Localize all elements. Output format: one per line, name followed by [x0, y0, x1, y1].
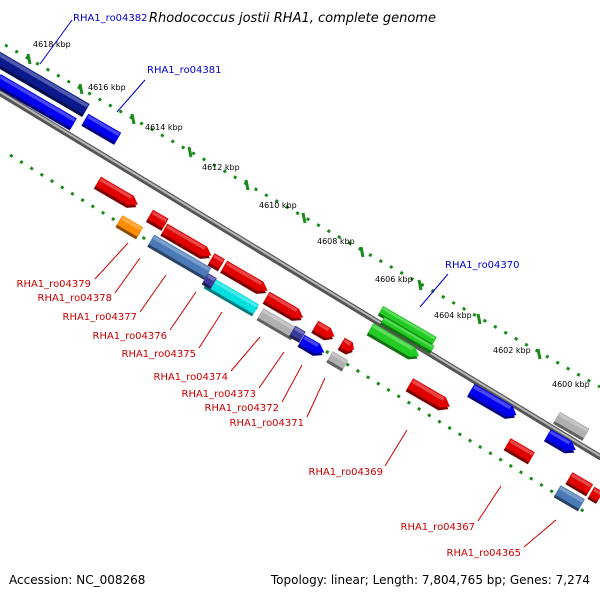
- gene-label-link[interactable]: RHA1_ro04377: [63, 312, 138, 323]
- gene-block[interactable]: [81, 113, 122, 145]
- leader-line: [39, 19, 73, 65]
- footer-summary: Topology: linear; Length: 7,804,765 bp; …: [270, 573, 590, 587]
- kbp-ticks: [26, 53, 542, 360]
- gene-label-link[interactable]: RHA1_ro04365: [447, 548, 522, 559]
- gene-block[interactable]: [366, 323, 422, 363]
- leader-line: [230, 336, 261, 372]
- gene-block[interactable]: [201, 273, 217, 290]
- gene-block[interactable]: [565, 472, 594, 497]
- gene-label-link[interactable]: RHA1_ro04372: [205, 403, 280, 414]
- gene-labels: RHA1_ro04381RHA1_ro04379RHA1_ro04378RHA1…: [17, 65, 522, 559]
- leader-line: [477, 485, 502, 522]
- leader-line: [169, 291, 197, 331]
- gene-block[interactable]: [160, 223, 214, 263]
- gene-block[interactable]: [0, 74, 77, 131]
- gene-block[interactable]: [147, 234, 212, 280]
- leader-line: [114, 257, 141, 294]
- kbp-tick-label: 4616 kbp: [88, 83, 126, 92]
- kbp-tick-label: 4606 kbp: [375, 275, 413, 284]
- leader-line: [306, 377, 326, 418]
- leader-line: [281, 364, 303, 403]
- leader-lines: [39, 19, 557, 548]
- kbp-tick-label: 4610 kbp: [259, 201, 297, 210]
- kbp-labels: 4618 kbp 4616 kbp 4614 kbp 4612 kbp 4610 kbp…: [33, 40, 590, 389]
- gene-label-link[interactable]: RHA1_ro04381: [147, 65, 222, 76]
- gene-label-link[interactable]: RHA1_ro04369: [309, 467, 384, 478]
- gene-block[interactable]: [203, 276, 259, 317]
- gene-block[interactable]: [297, 334, 327, 360]
- kbp-tick-mark: [476, 313, 482, 325]
- gene-block[interactable]: [207, 253, 225, 272]
- kbp-tick-label: 4604 kbp: [434, 311, 472, 320]
- gene-block[interactable]: [543, 429, 579, 457]
- leader-line: [94, 242, 129, 280]
- gene-block[interactable]: [337, 337, 357, 357]
- gene-block[interactable]: [220, 260, 270, 298]
- gene-block[interactable]: [262, 291, 306, 325]
- kbp-tick-mark: [244, 179, 250, 191]
- gene-block[interactable]: [379, 316, 435, 354]
- leader-line: [258, 351, 285, 389]
- gene-block[interactable]: [553, 411, 590, 441]
- gene-label-link[interactable]: RHA1_ro04367: [401, 522, 476, 533]
- kbp-tick-mark: [78, 83, 84, 95]
- gene-label-link[interactable]: RHA1_ro04379: [17, 279, 92, 290]
- gene-block[interactable]: [256, 308, 299, 341]
- gene-block[interactable]: [503, 438, 535, 465]
- gene-label-link[interactable]: RHA1_ro04376: [93, 331, 168, 342]
- kbp-tick-label: 4614 kbp: [145, 123, 183, 132]
- leader-line: [139, 274, 167, 313]
- gene-label-link[interactable]: RHA1_ro04378: [38, 293, 113, 304]
- gene-blocks: [0, 49, 600, 512]
- leader-line: [419, 273, 449, 308]
- gene-label-link[interactable]: RHA1_ro04370: [445, 260, 520, 271]
- gene-block[interactable]: [145, 209, 169, 231]
- gene-block[interactable]: [377, 305, 437, 347]
- kbp-tick-label: 4608 kbp: [317, 237, 355, 246]
- kbp-tick-label: 4612 kbp: [202, 163, 240, 172]
- kbp-tick-label: 4600 kbp: [552, 380, 590, 389]
- kbp-tick-mark: [359, 246, 365, 258]
- kbp-tick-mark: [26, 53, 32, 65]
- gene-label-link[interactable]: RHA1_ro04373: [182, 389, 257, 400]
- gene-block[interactable]: [288, 325, 306, 343]
- gene-block[interactable]: [467, 383, 519, 423]
- leader-line: [523, 519, 557, 548]
- leader-line: [116, 79, 146, 113]
- gene-block[interactable]: [0, 49, 90, 117]
- kbp-tick-mark: [417, 279, 423, 291]
- kbp-tick-mark: [187, 146, 193, 158]
- title-organism: Rhodococcus jostii RHA1, complete genome: [149, 11, 436, 26]
- gene-block[interactable]: [311, 320, 337, 344]
- gene-label-link[interactable]: RHA1_ro04375: [122, 349, 197, 360]
- kbp-tick-mark: [130, 113, 136, 125]
- leader-line: [384, 429, 408, 467]
- kbp-tick-label: 4602 kbp: [493, 346, 531, 355]
- title-gene-link[interactable]: RHA1_ro04382: [73, 13, 148, 24]
- gene-label-link[interactable]: RHA1_ro04374: [154, 372, 229, 383]
- kbp-tick-label: 4618 kbp: [33, 40, 71, 49]
- genome-axis: [0, 90, 600, 460]
- gene-block[interactable]: [115, 215, 144, 240]
- gene-block[interactable]: [553, 485, 585, 512]
- gene-block[interactable]: [93, 176, 141, 212]
- kbp-tick-mark: [301, 212, 307, 224]
- gene-block[interactable]: [326, 351, 349, 372]
- gene-block[interactable]: [405, 378, 453, 414]
- gene-label-link[interactable]: RHA1_ro04371: [230, 418, 305, 429]
- leader-line: [198, 311, 223, 349]
- kbp-tick-mark: [536, 348, 542, 360]
- footer-accession: Accession: NC_008268: [9, 573, 146, 587]
